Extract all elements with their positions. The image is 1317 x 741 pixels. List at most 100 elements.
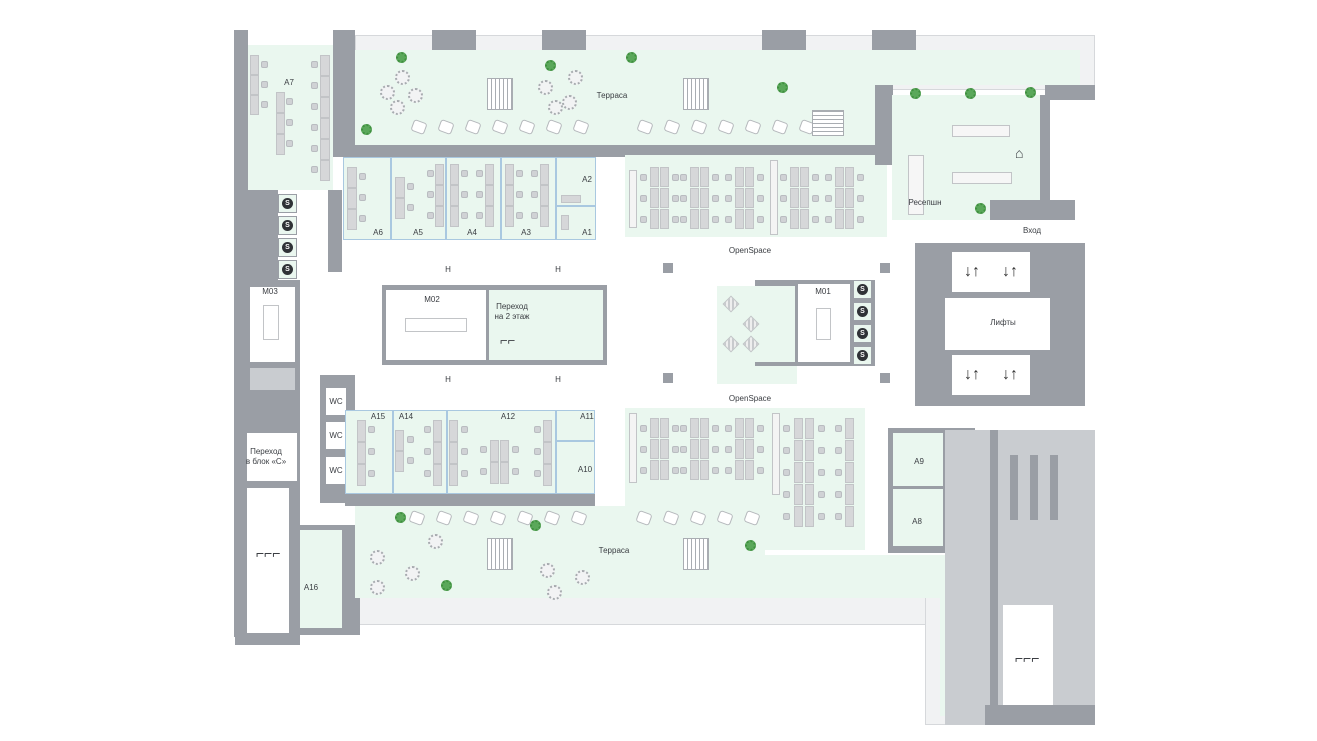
- wc-room[interactable]: WC: [326, 422, 346, 449]
- chair: [812, 174, 819, 181]
- pass-to-block-c[interactable]: [247, 433, 297, 481]
- skype-icon: S: [282, 198, 293, 209]
- chair: [311, 124, 318, 131]
- desk: [690, 188, 699, 208]
- room-divider: [392, 410, 394, 494]
- desk: [320, 55, 330, 76]
- desk: [500, 462, 509, 484]
- desk: [700, 209, 709, 229]
- desk: [700, 439, 709, 459]
- desk: [690, 167, 699, 187]
- room-a16-label: A16: [303, 583, 319, 592]
- desk: [650, 188, 659, 208]
- room-a7[interactable]: [248, 45, 333, 190]
- chair: [818, 513, 825, 520]
- desk: [794, 506, 803, 527]
- desk: [772, 413, 780, 495]
- staircase-left[interactable]: [247, 488, 289, 633]
- hydrant-marker: H: [445, 265, 451, 274]
- desk: [650, 439, 659, 459]
- desk: [450, 164, 459, 185]
- chair: [261, 61, 268, 68]
- chair: [712, 195, 719, 202]
- chair: [516, 212, 523, 219]
- desk: [505, 164, 514, 185]
- plant-icon: [965, 88, 976, 99]
- desk: [800, 167, 809, 187]
- wc-label: WC: [329, 397, 343, 406]
- room-row-top: [343, 157, 596, 240]
- chair: [311, 166, 318, 173]
- lift-shaft[interactable]: ↓↑: [952, 252, 992, 292]
- lifts-label: Лифты: [990, 318, 1016, 327]
- chair: [783, 513, 790, 520]
- lift-shaft[interactable]: ↓↑: [952, 355, 992, 395]
- chair: [672, 446, 679, 453]
- chair: [780, 216, 787, 223]
- desk: [650, 167, 659, 187]
- chair: [286, 140, 293, 147]
- lounge-chair-icon: [395, 70, 410, 85]
- pillar: [432, 30, 476, 50]
- wc-room[interactable]: WC: [326, 388, 346, 415]
- desk: [845, 167, 854, 187]
- desk: [745, 167, 754, 187]
- wc-room[interactable]: WC: [326, 457, 346, 484]
- desk: [320, 76, 330, 97]
- plant-icon: [626, 52, 637, 63]
- chair: [407, 457, 414, 464]
- chair: [725, 216, 732, 223]
- chair: [672, 467, 679, 474]
- desk: [735, 439, 744, 459]
- chair: [359, 173, 366, 180]
- desk: [700, 188, 709, 208]
- staircase-right[interactable]: [1003, 605, 1053, 715]
- chair: [818, 491, 825, 498]
- desk: [395, 198, 405, 219]
- desk: [450, 206, 459, 227]
- desk: [845, 188, 854, 208]
- desk: [800, 188, 809, 208]
- room-a16[interactable]: [300, 530, 342, 628]
- reception-label: Ресепшн: [908, 198, 942, 207]
- chair: [857, 174, 864, 181]
- chair: [712, 467, 719, 474]
- room-divider: [555, 157, 557, 240]
- chair: [516, 170, 523, 177]
- chair: [311, 61, 318, 68]
- chair: [261, 81, 268, 88]
- stairs-icon: ⌐⌐: [500, 333, 516, 348]
- sofa: [952, 125, 1010, 137]
- stairs-to-2nd-floor[interactable]: [489, 290, 603, 360]
- desk: [276, 134, 285, 155]
- lift-shaft[interactable]: ↓↑: [990, 252, 1030, 292]
- phone-booth: S: [853, 280, 872, 299]
- lift-shaft[interactable]: ↓↑: [990, 355, 1030, 395]
- chair: [835, 447, 842, 454]
- room-a9-label: A9: [914, 457, 924, 466]
- wall-service: [1050, 455, 1058, 520]
- room-divider: [555, 410, 557, 494]
- room-a5-label: A5: [413, 228, 423, 237]
- room-a9[interactable]: [893, 433, 943, 486]
- pillar: [663, 263, 673, 273]
- lift-arrows-icon: ↓↑: [1002, 263, 1018, 280]
- chair: [407, 183, 414, 190]
- desk: [357, 464, 366, 486]
- desk: [745, 188, 754, 208]
- room-a8[interactable]: [893, 489, 943, 546]
- desk: [347, 167, 357, 188]
- desk: [357, 420, 366, 442]
- desk: [660, 460, 669, 480]
- desk: [805, 506, 814, 527]
- room-divider: [500, 157, 502, 240]
- chair: [534, 426, 541, 433]
- chair: [857, 216, 864, 223]
- chair: [725, 425, 732, 432]
- chair: [424, 426, 431, 433]
- pillar: [872, 30, 916, 50]
- room-a15-label: A15: [370, 412, 386, 421]
- desk: [485, 164, 494, 185]
- desk: [561, 195, 581, 203]
- plant-icon: [395, 512, 406, 523]
